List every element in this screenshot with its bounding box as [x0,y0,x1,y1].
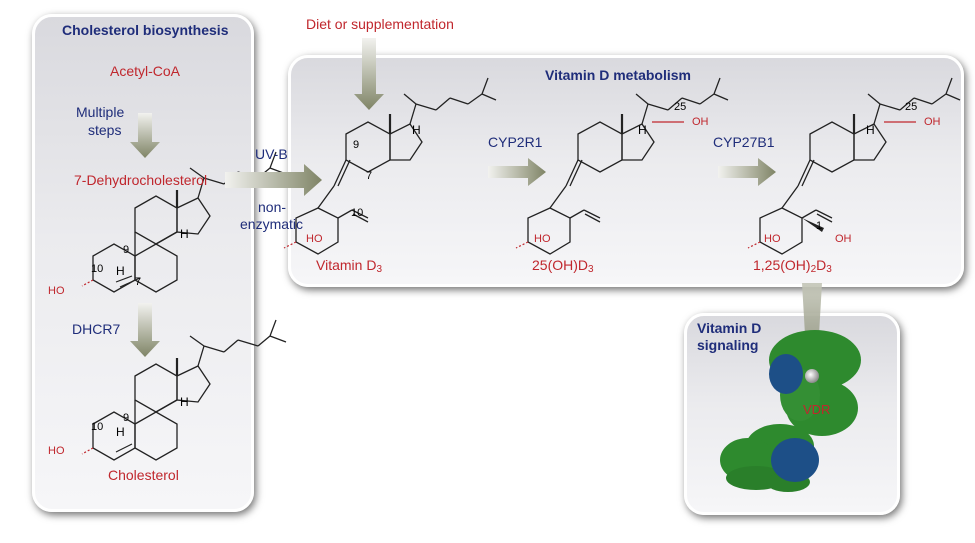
atom-label-oh-1-calcitriol: OH [835,233,852,245]
arrow-dhcr7 [130,303,160,357]
atom-label-ho-vitd3: HO [306,233,323,245]
vitamin-d-metabolism-title: Vitamin D metabolism [545,67,692,83]
atom-label-h-calcitriol: H [866,123,875,137]
atom-label-oh-calcitriol: OH [924,116,941,128]
wedge-bond-1-oh [802,218,824,232]
atom-label-h-17: H [180,227,189,241]
arrow-multiple-steps [130,113,160,158]
atom-label-1-calcitriol: 1 [816,220,823,232]
vitamin-d-signaling-title-line1: Vitamin D [697,320,762,336]
non-enzymatic-label-line2: enzymatic [240,216,304,232]
atom-label-9-cholesterol: 9 [123,412,130,424]
atom-label-7: 7 [135,276,142,288]
cyp2r1-label: CYP2R1 [488,134,543,150]
double-bond-7-8 [119,277,141,288]
atom-label-ho-calcidiol: HO [534,233,551,245]
calcitriol-label: 1,25(OH)2D3 [753,257,832,275]
atom-label-7-vitd3: 7 [366,170,373,182]
atom-label-oh-calcidiol: OH [692,116,709,128]
atom-label-25-calcitriol: 25 [905,101,918,113]
vitamin-d-signaling-title-line2: signaling [697,337,759,353]
atom-label-10: 10 [91,263,104,275]
atom-label-9: 9 [123,244,130,256]
atom-label-h-8: H [116,264,125,278]
vdr-protein-structure [720,330,861,492]
atom-label-9-vitd3: 9 [353,139,360,151]
arrow-uvb [225,164,322,196]
arrow-diet [354,38,384,110]
atom-label-h-8-cholesterol: H [116,425,125,439]
multiple-steps-label-line1: Multiple [76,104,125,120]
atom-label-10-cholesterol: 10 [91,421,104,433]
dehydrocholesterol-label: 7-Dehydrocholesterol [74,172,208,188]
uvb-label: UV-B [255,146,288,162]
atom-label-ho-calcitriol: HO [764,233,781,245]
atom-label-ho-cholesterol: HO [48,445,65,457]
atom-label-h-vitd3: H [412,123,421,137]
cholesterol-biosynthesis-panel [32,14,254,512]
double-bond-5-6-cholesterol [115,443,133,453]
non-enzymatic-label-line1: non- [258,199,287,215]
atom-label-h-calcidiol: H [638,123,647,137]
vitamin-d3-label: Vitamin D3 [316,257,382,275]
arrow-cyp2r1 [488,158,546,186]
double-bond-5-6 [115,275,133,283]
multiple-steps-label-line2: steps [88,122,122,138]
diet-supplementation-label: Diet or supplementation [306,16,454,32]
vdr-label: VDR [803,402,831,417]
acetyl-coa-label: Acetyl-CoA [110,63,181,79]
atom-label-h-17-cholesterol: H [180,395,189,409]
atom-label-25-calcidiol: 25 [674,101,687,113]
calcidiol-label: 25(OH)D3 [532,257,594,275]
cyp27b1-label: CYP27B1 [713,134,775,150]
vitamin-d-metabolism-panel [288,55,964,287]
cholesterol-biosynthesis-title: Cholesterol biosynthesis [62,22,229,38]
atom-label-ho-7dhc: HO [48,285,65,297]
atom-label-10-vitd3: 10 [351,207,364,219]
dhcr7-label: DHCR7 [72,321,121,337]
cholesterol-label: Cholesterol [108,467,179,483]
arrow-cyp27b1 [718,158,776,186]
